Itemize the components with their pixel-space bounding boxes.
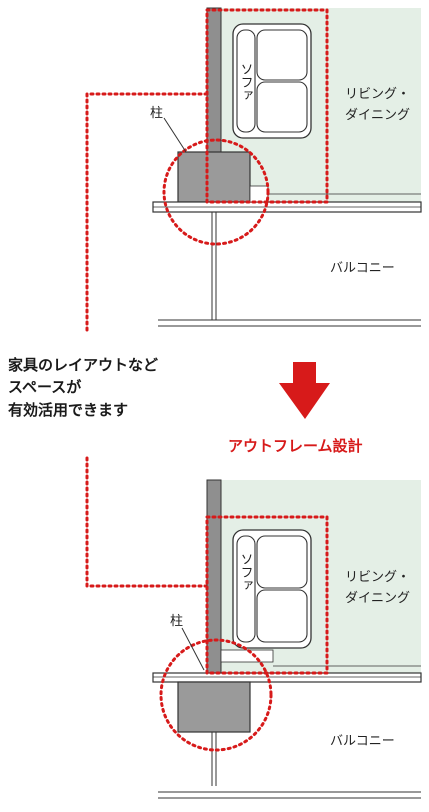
before-column-highlight	[162, 138, 270, 246]
note-text: 家具のレイアウトなど スペースが 有効活用できます	[8, 356, 158, 419]
note-line-3: 有効活用できます	[8, 401, 128, 419]
before-room-label-1: リビング・	[345, 86, 410, 101]
after-diagram: ソファ 柱 リビング・ ダイニング バルコニー	[85, 456, 422, 799]
note-line-1: 家具のレイアウトなど	[8, 356, 158, 374]
before-leader	[85, 92, 209, 332]
before-sofa: ソファ	[232, 23, 312, 139]
transition-label: アウトフレーム設計	[228, 437, 363, 455]
before-column-label: 柱	[150, 105, 163, 120]
after-room-label-2: ダイニング	[345, 590, 410, 605]
after-balcony-label: バルコニー	[330, 733, 395, 748]
before-room-highlight	[205, 8, 329, 204]
before-room-label-2: ダイニング	[345, 107, 410, 122]
after-sofa: ソファ	[232, 529, 312, 649]
after-column	[177, 681, 251, 733]
note-line-2: スペースが	[8, 378, 82, 396]
after-column-label: 柱	[170, 613, 183, 628]
after-column-highlight	[159, 638, 273, 752]
after-slab	[152, 672, 422, 683]
before-column	[177, 151, 251, 203]
after-sofa-label: ソファ	[239, 553, 254, 592]
before-balcony-label: バルコニー	[330, 260, 395, 275]
before-sofa-label: ソファ	[239, 63, 254, 102]
after-interior-wall	[206, 479, 222, 674]
after-leader	[85, 456, 209, 588]
down-arrow-icon	[279, 362, 330, 419]
before-diagram: ソファ 柱 リビング・ ダイニング バルコニー	[85, 7, 422, 332]
after-room-label-1: リビング・	[345, 569, 410, 584]
